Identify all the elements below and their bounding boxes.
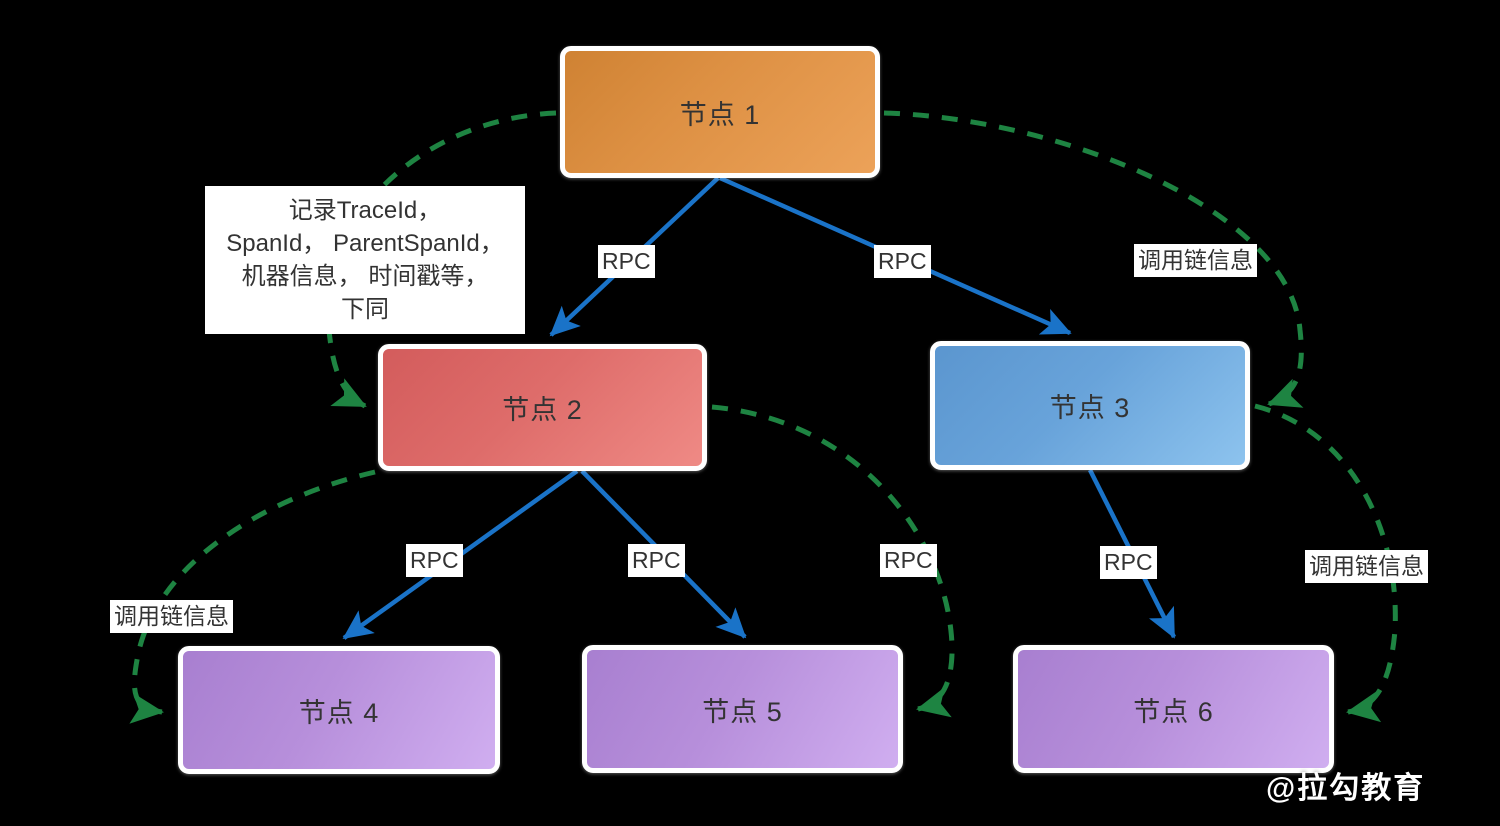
rpc-label-node2-node5: RPC: [628, 544, 685, 577]
note-line-4: 下同: [341, 296, 389, 323]
node-4-label: 节点 4: [298, 697, 380, 728]
node-2-label: 节点 2: [502, 395, 583, 425]
note-line-2: SpanId， ParentSpanId，: [226, 230, 504, 257]
note-line-1: 记录TraceId，: [288, 197, 442, 224]
rpc-label-node1-node3: RPC: [874, 245, 931, 278]
rpc-label-node2-trace: RPC: [880, 544, 937, 577]
node-3[interactable]: 节点 3: [930, 341, 1250, 470]
trace-label-top-right: 调用链信息: [1134, 244, 1257, 277]
trace-label-bottom-left: 调用链信息: [110, 600, 233, 633]
rpc-label-node3-node6: RPC: [1100, 546, 1157, 579]
node-2[interactable]: 节点 2: [378, 344, 707, 471]
node-1-label: 节点 1: [679, 99, 761, 130]
node-4[interactable]: 节点 4: [178, 646, 500, 774]
node-6[interactable]: 节点 6: [1013, 645, 1334, 773]
node-6-label: 节点 6: [1133, 696, 1214, 727]
node-3-label: 节点 3: [1049, 393, 1131, 423]
watermark: @拉勾教育: [1266, 772, 1426, 805]
trace-label-right: 调用链信息: [1305, 550, 1428, 583]
note-line-3: 机器信息， 时间戳等，: [241, 263, 489, 290]
trace-fields-note: 记录TraceId， SpanId， ParentSpanId， 机器信息， 时…: [205, 186, 525, 334]
node-5[interactable]: 节点 5: [582, 645, 903, 773]
trace-arrow-node1-node3: [883, 110, 1304, 408]
rpc-label-node1-node2: RPC: [598, 245, 655, 278]
trace-arrow-node2-node5: [711, 404, 955, 718]
trace-arrow-node3-node6: [1254, 403, 1398, 723]
node-5-label: 节点 5: [702, 696, 783, 727]
node-1[interactable]: 节点 1: [560, 46, 880, 178]
rpc-label-node2-node4: RPC: [406, 544, 463, 577]
